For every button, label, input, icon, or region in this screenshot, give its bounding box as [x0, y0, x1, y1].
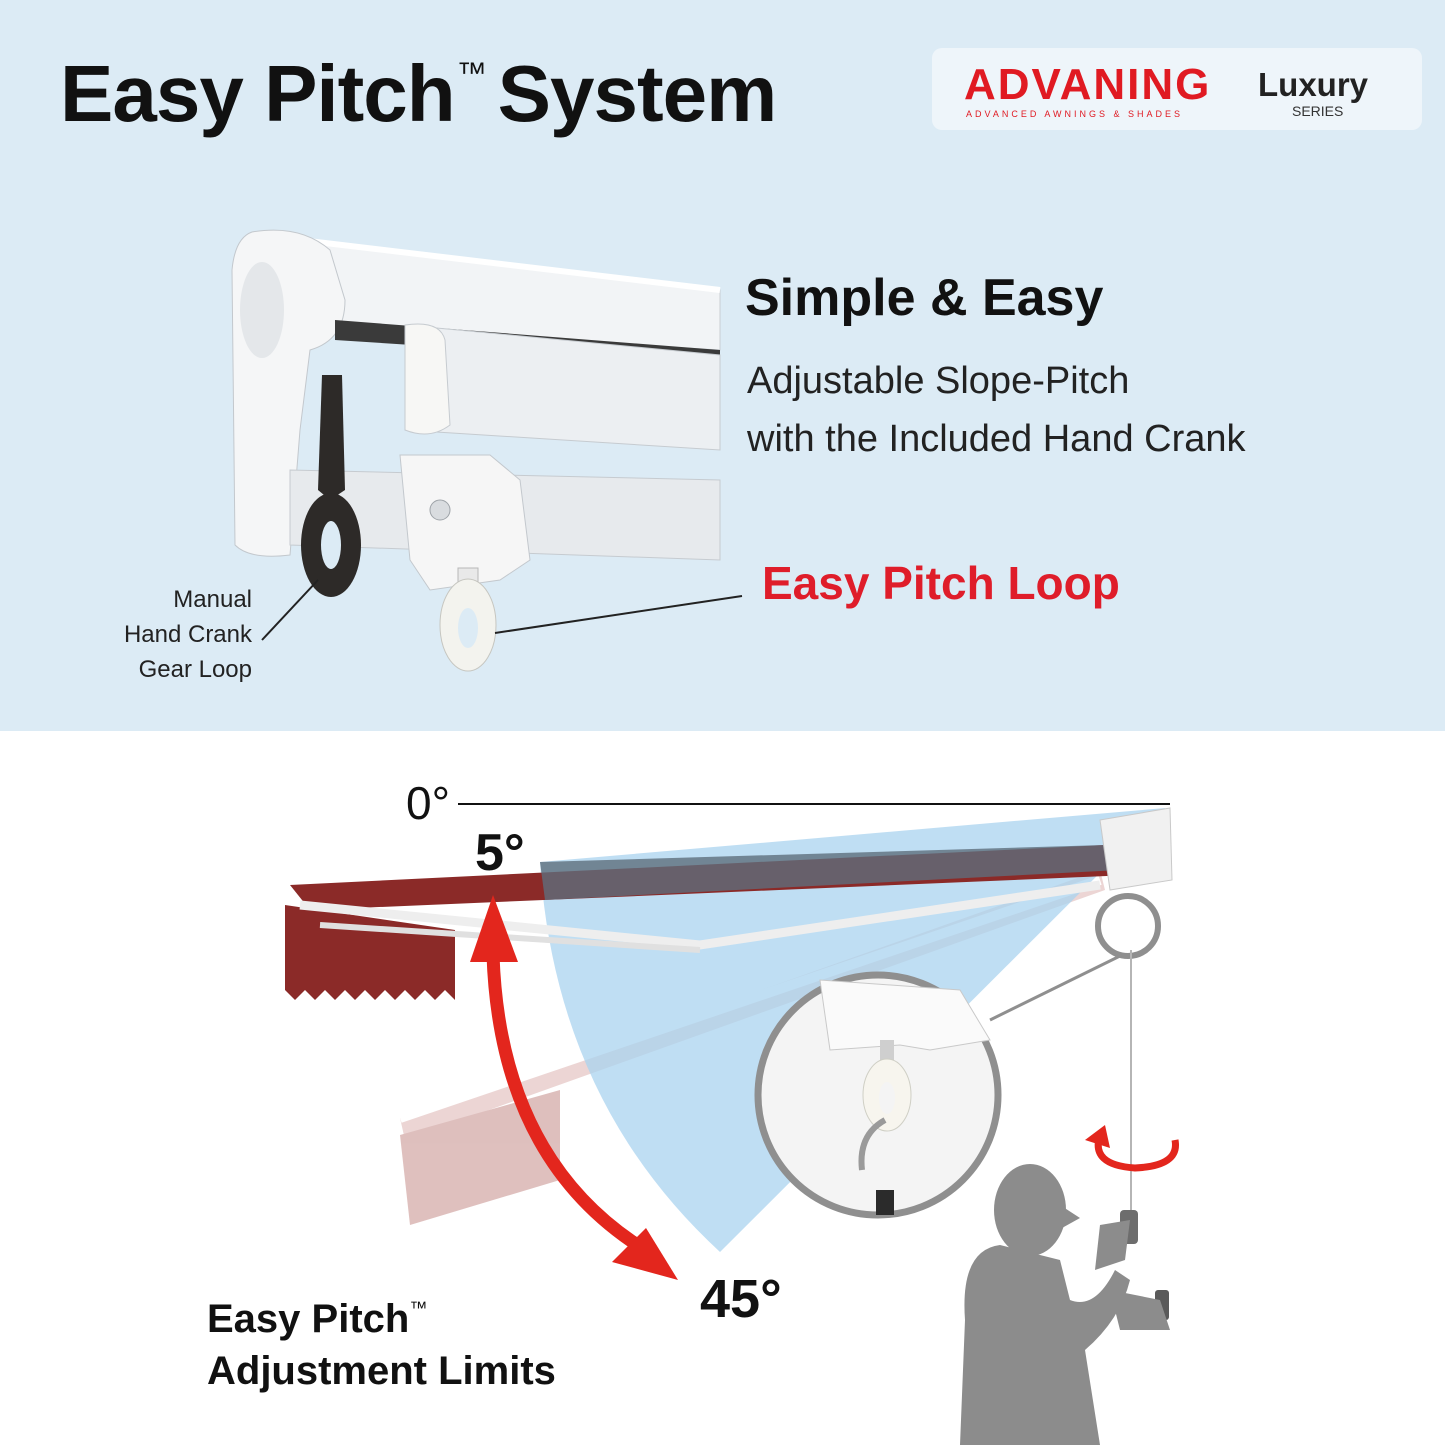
person-silhouette: [960, 1164, 1170, 1445]
zoom-detail-circle: [754, 971, 1002, 1219]
brand-tagline: ADVANCED AWNINGS & SHADES: [966, 109, 1184, 119]
angle-5-label: 5°: [475, 824, 525, 882]
small-detail-circle: [1095, 893, 1161, 959]
angle-45-label: 45°: [700, 1269, 782, 1329]
loop-leader-line: [494, 595, 743, 634]
awning-bracket-photo: [231, 229, 721, 672]
brand-name: ADVANING: [964, 60, 1212, 109]
crank-callout-line-1: Manual: [173, 586, 252, 613]
easy-pitch-loop-label: Easy Pitch Loop: [762, 557, 1120, 609]
crank-leader-line: [261, 579, 319, 641]
crank-callout: Manual Hand Crank Gear Loop: [92, 582, 252, 687]
feature-heading: Simple & Easy: [745, 269, 1104, 327]
angle-0-label: 0°: [406, 777, 450, 829]
rotation-arrow-icon: [1085, 1125, 1179, 1172]
luxury-label: Luxury: [1258, 66, 1369, 103]
crank-callout-line-2: Hand Crank: [123, 621, 252, 648]
feature-line-1: Adjustable Slope-Pitch: [747, 360, 1130, 402]
feature-line-2: with the Included Hand Crank: [747, 418, 1246, 460]
pitch-arrow: [470, 895, 678, 1280]
adjustment-limits-caption: Easy Pitch™ Adjustment Limits: [207, 1297, 556, 1393]
awning-main: [285, 807, 1173, 1000]
trademark-symbol: ™: [456, 57, 487, 90]
brand-logo: ADVANING ADVANCED AWNINGS & SHADES Luxur…: [932, 48, 1422, 130]
series-label: SERIES: [1292, 103, 1344, 119]
crank-callout-line-3: Gear Loop: [138, 656, 252, 683]
